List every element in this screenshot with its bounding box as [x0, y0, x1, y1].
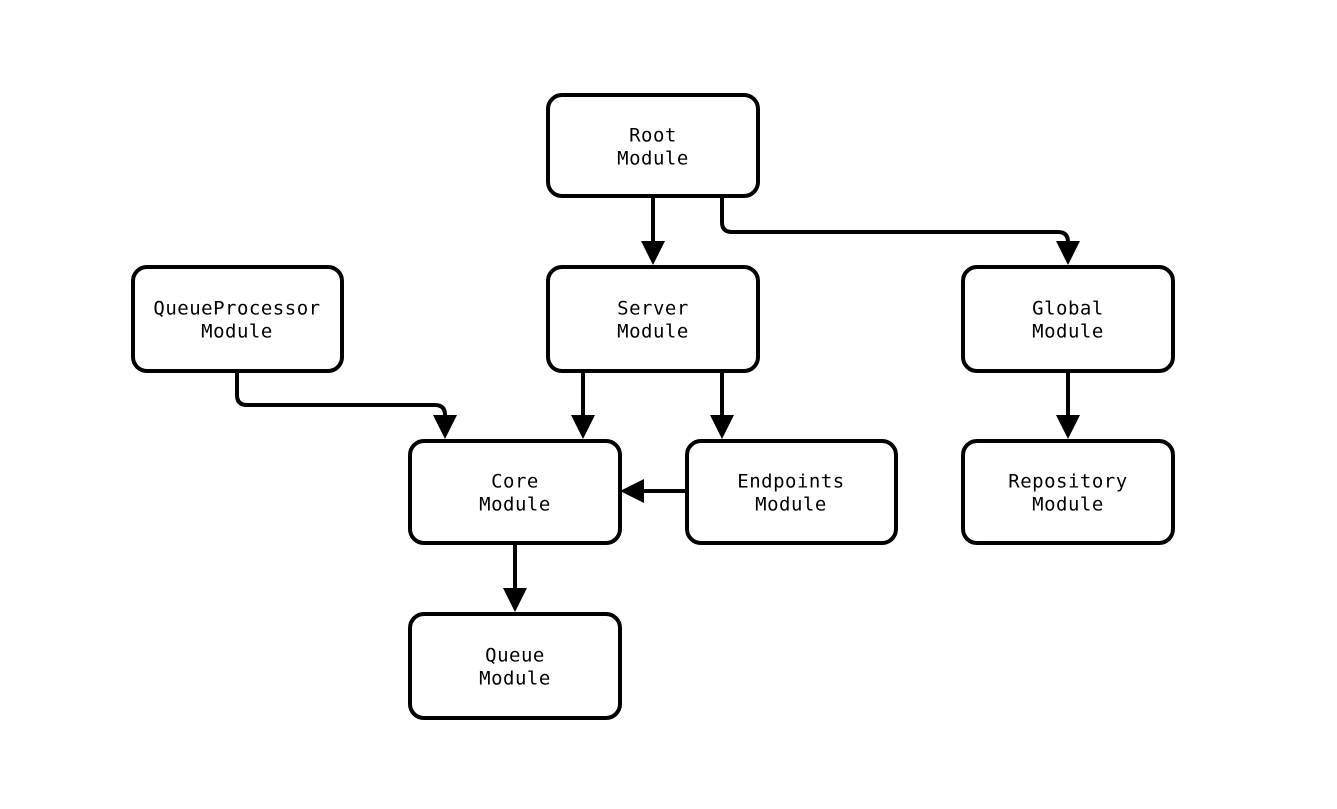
node-core-module-box[interactable]	[408, 439, 622, 545]
edge-server-to-endpoints	[710, 371, 734, 439]
node-repository-module-label-line2: Module	[1032, 494, 1104, 516]
edge-root-to-global-line	[720, 196, 1070, 248]
node-global-module-box[interactable]	[961, 265, 1175, 373]
edge-server-to-endpoints-arrowhead	[710, 415, 734, 439]
node-endpoints-module-label-line1: Endpoints	[737, 471, 844, 493]
node-server-module-label-line1: Server	[617, 298, 689, 320]
node-global-module[interactable]: Global Module	[961, 265, 1175, 373]
edge-global-to-repository-arrowhead	[1056, 415, 1080, 439]
node-repository-module[interactable]: Repository Module	[961, 439, 1175, 545]
node-queue-module-box[interactable]	[408, 612, 622, 720]
edge-queueprocessor-to-core-arrowhead	[433, 415, 457, 439]
edge-core-to-queue-arrowhead	[503, 588, 527, 612]
node-endpoints-module-box[interactable]	[685, 439, 898, 545]
edge-endpoints-to-core-arrowhead	[620, 479, 644, 503]
edge-root-to-global	[720, 196, 1080, 265]
node-server-module-label-line2: Module	[617, 321, 689, 343]
node-endpoints-module-label-line2: Module	[755, 494, 827, 516]
node-server-module[interactable]: Server Module	[546, 265, 760, 373]
node-core-module[interactable]: Core Module	[408, 439, 622, 545]
node-root-module-box[interactable]	[546, 93, 760, 198]
node-repository-module-label-line1: Repository	[1008, 471, 1127, 493]
edge-core-to-queue	[503, 543, 527, 612]
edge-endpoints-to-core	[620, 479, 687, 503]
edge-root-to-global-arrowhead	[1056, 241, 1080, 265]
node-queueprocessor-module[interactable]: QueueProcessor Module	[131, 265, 344, 373]
node-repository-module-box[interactable]	[961, 439, 1175, 545]
node-global-module-label-line1: Global	[1032, 298, 1104, 320]
node-queue-module[interactable]: Queue Module	[408, 612, 622, 720]
node-root-module-label-line2: Module	[617, 148, 689, 170]
edge-root-to-server-arrowhead	[641, 241, 665, 265]
node-core-module-label-line2: Module	[479, 494, 551, 516]
node-queue-module-label-line2: Module	[479, 668, 551, 690]
node-core-module-label-line1: Core	[491, 471, 539, 493]
edge-queueprocessor-to-core-line	[235, 371, 447, 422]
edge-server-to-core	[571, 371, 595, 439]
edge-queueprocessor-to-core	[235, 371, 457, 439]
edge-global-to-repository	[1056, 371, 1080, 439]
node-root-module-label-line1: Root	[629, 125, 677, 147]
node-global-module-label-line2: Module	[1032, 321, 1104, 343]
node-server-module-box[interactable]	[546, 265, 760, 373]
node-queueprocessor-module-box[interactable]	[131, 265, 344, 373]
node-root-module[interactable]: Root Module	[546, 93, 760, 198]
edge-server-to-core-arrowhead	[571, 415, 595, 439]
node-queue-module-label-line1: Queue	[485, 645, 545, 667]
edge-root-to-server	[641, 196, 665, 265]
node-queueprocessor-module-label-line1: QueueProcessor	[153, 298, 320, 320]
node-queueprocessor-module-label-line2: Module	[201, 321, 273, 343]
node-endpoints-module[interactable]: Endpoints Module	[685, 439, 898, 545]
